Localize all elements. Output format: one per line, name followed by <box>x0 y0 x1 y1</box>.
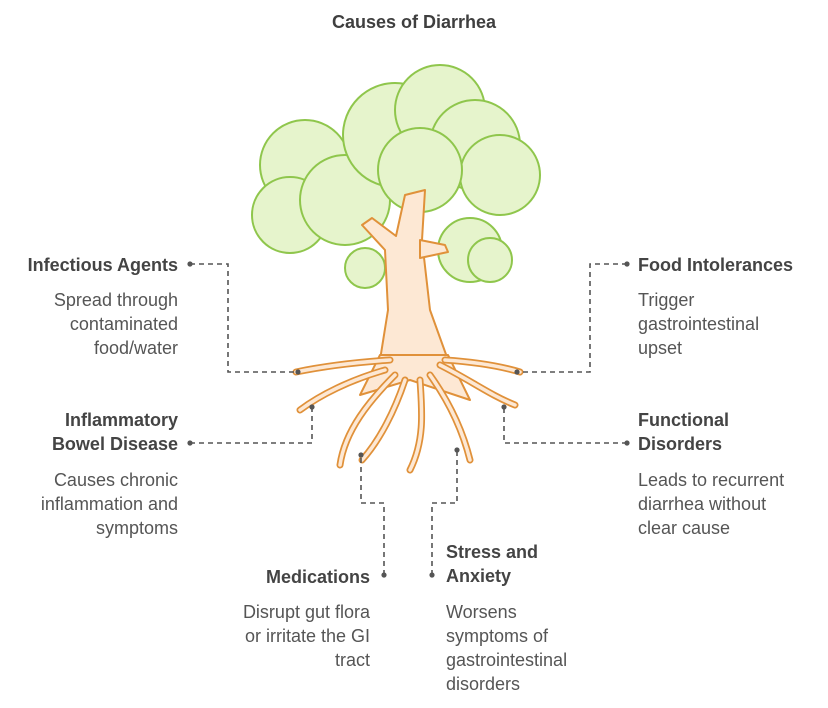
desc-functional-disorders: Leads to recurrent diarrhea without clea… <box>638 470 785 538</box>
foliage-cloud <box>344 247 386 289</box>
desc-food-intolerances: Trigger gastrointestinal upset <box>638 290 760 358</box>
connector-stress <box>431 450 458 575</box>
connector-food <box>517 263 627 373</box>
connector-ibd <box>190 407 313 444</box>
connectors <box>190 263 627 575</box>
tree-trunk <box>361 189 449 361</box>
desc-ibd: Causes chronic inflammation and symptoms <box>40 470 178 538</box>
connector-dots <box>187 261 630 578</box>
foliage-cloud <box>467 237 513 283</box>
trunk-branch <box>419 239 449 259</box>
label-medications: Medications <box>265 567 370 587</box>
connector-functional <box>503 407 627 444</box>
label-food-intolerances: Food Intolerances <box>638 255 794 275</box>
connector-medications <box>360 455 385 575</box>
tree-foliage <box>251 64 541 289</box>
foliage-cloud <box>459 134 541 216</box>
desc-infectious-agents: Spread through contaminated food/water <box>53 290 178 358</box>
diagram-title: Causes of Diarrhea <box>331 12 497 32</box>
desc-stress-anxiety: Worsens symptoms of gastrointestinal dis… <box>446 602 568 694</box>
tree-roots-inner <box>294 358 522 472</box>
label-stress-anxiety: Stress and Anxiety <box>446 542 539 586</box>
desc-medications: Disrupt gut flora or irritate the GI tra… <box>242 602 370 670</box>
label-ibd: Inflammatory Bowel Disease <box>51 410 178 454</box>
label-infectious-agents: Infectious Agents <box>27 255 178 275</box>
connector-infectious <box>190 263 298 373</box>
label-functional-disorders: Functional Disorders <box>638 410 729 454</box>
